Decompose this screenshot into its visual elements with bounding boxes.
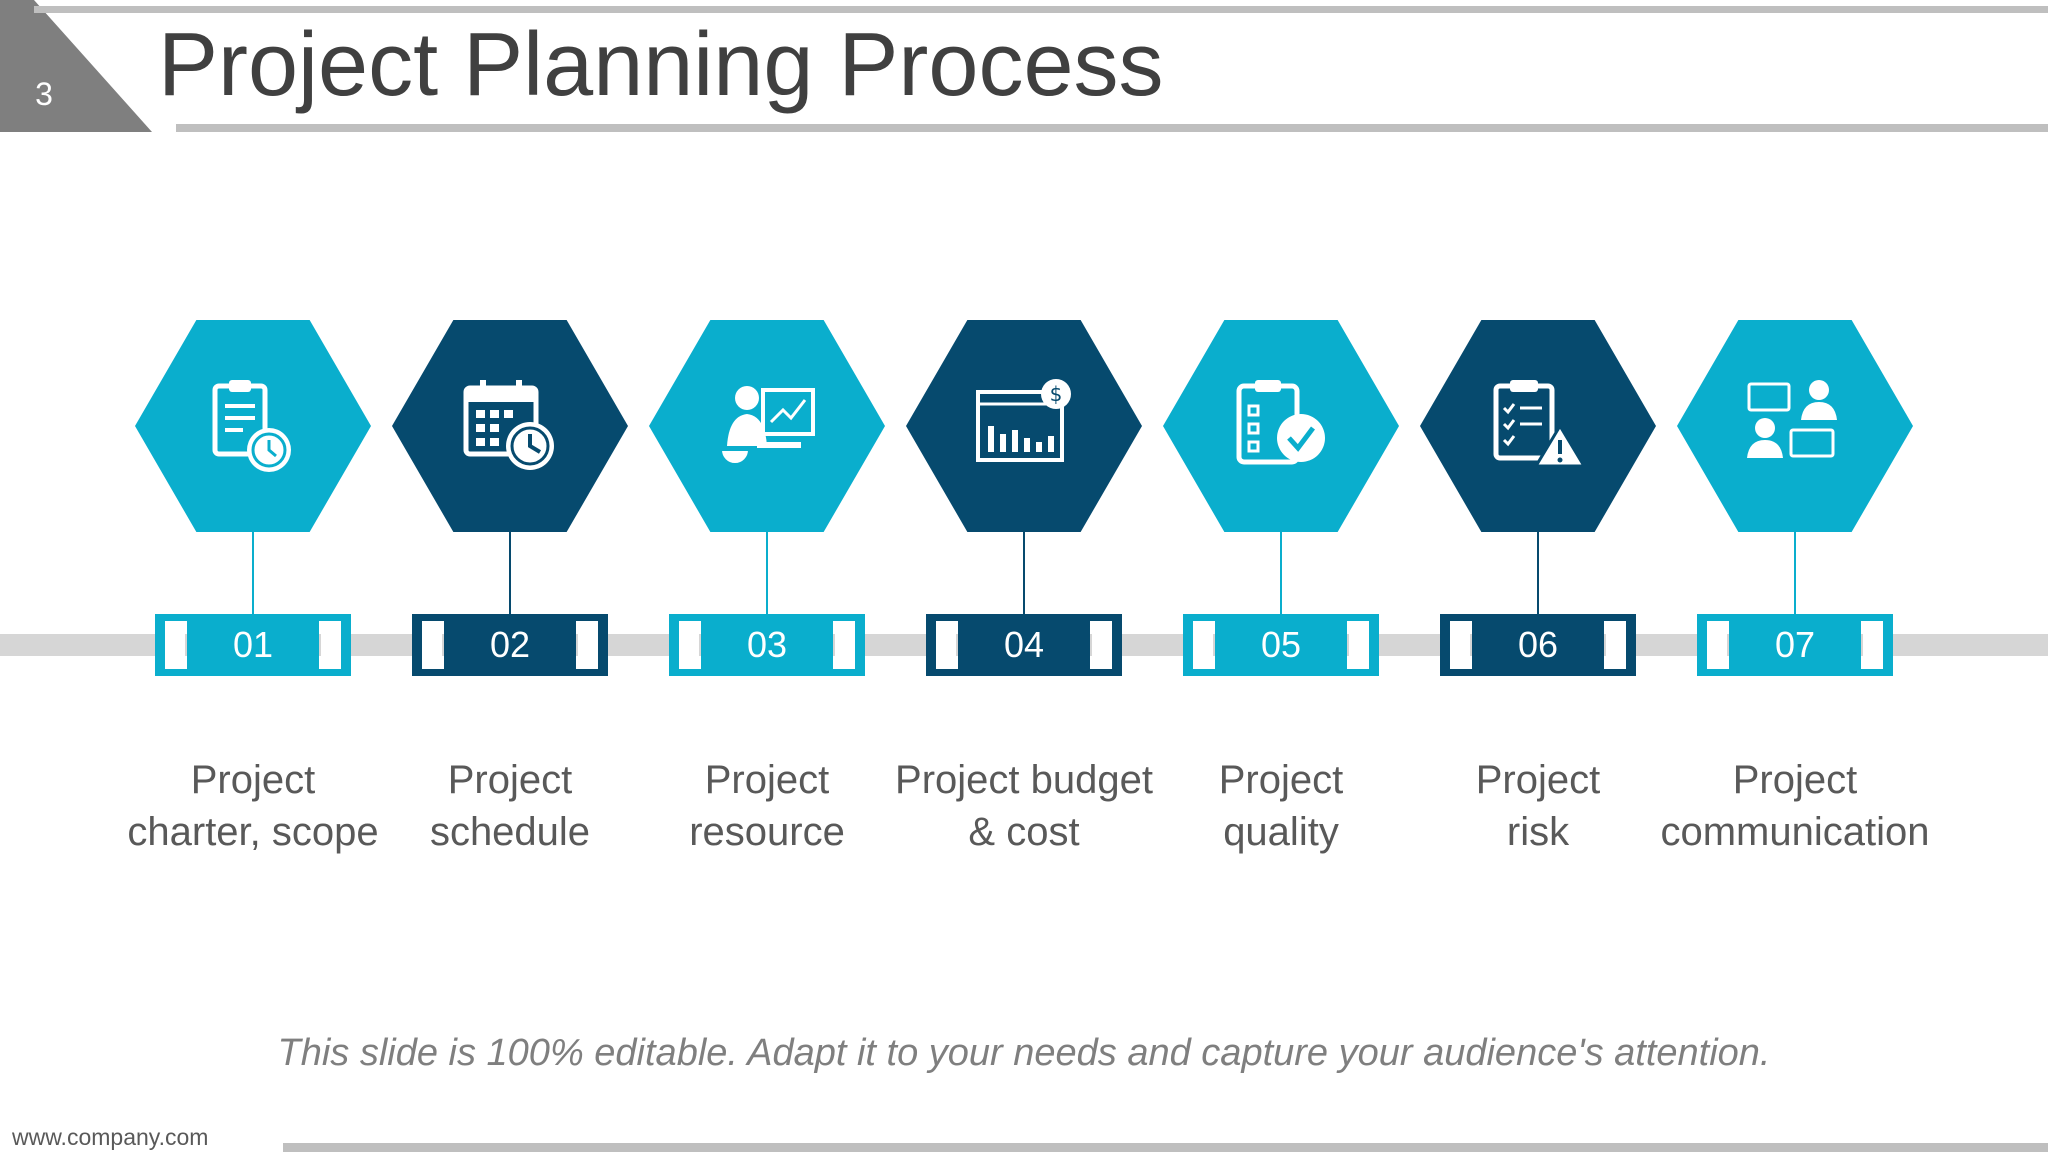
title-underline <box>176 124 2048 132</box>
presenter-chart-icon <box>719 386 815 465</box>
step-label-line2: schedule <box>429 810 591 854</box>
step-connector <box>1023 532 1025 614</box>
step-label: Project schedule <box>350 754 670 858</box>
step-connector <box>509 532 511 614</box>
editable-note: This slide is 100% editable. Adapt it to… <box>277 1032 1771 1074</box>
process-step: 05 Project quality <box>1161 320 1401 880</box>
step-number-badge: 04 <box>926 614 1122 676</box>
step-number: 06 <box>1517 624 1559 665</box>
checklist-check-icon <box>1236 380 1325 465</box>
step-label-line2: quality <box>1223 810 1339 854</box>
process-step: 07 Project communication <box>1660 320 1930 880</box>
process-step: 01 Project charter, scope <box>127 320 379 880</box>
step-number-badge: 05 <box>1183 614 1379 676</box>
step-connector <box>1794 532 1796 614</box>
step-label-line1: Project <box>1732 758 1858 802</box>
step-label-line2: charter, scope <box>127 810 379 854</box>
step-number: 03 <box>746 624 788 665</box>
step-connector <box>1537 532 1539 614</box>
step-number-badge: 03 <box>669 614 865 676</box>
step-label-line1: Project <box>704 758 830 802</box>
step-label-line1: Project <box>1218 758 1344 802</box>
step-number-badge: 02 <box>412 614 608 676</box>
step-label-line2: communication <box>1660 810 1930 854</box>
calendar-clock-icon <box>463 380 554 470</box>
checklist-warning-icon <box>1493 380 1587 468</box>
budget-chart-icon: $ <box>976 379 1071 462</box>
step-label: Project risk <box>1378 754 1698 858</box>
step-number: 04 <box>1003 624 1045 665</box>
step-label-line1: Project <box>1475 758 1601 802</box>
step-label-line1: Project budget <box>895 758 1153 802</box>
step-label-line1: Project <box>447 758 573 802</box>
step-label-line2: resource <box>689 810 845 854</box>
step-number: 01 <box>232 624 274 665</box>
step-connector <box>252 532 254 614</box>
step-number-badge: 07 <box>1697 614 1893 676</box>
step-label: Project budget & cost <box>864 754 1184 858</box>
process-step: 06 Project risk <box>1418 320 1658 880</box>
process-step: 02 Project schedule <box>390 320 630 880</box>
top-divider <box>34 6 2048 13</box>
page-number: 3 <box>35 76 53 112</box>
step-connector <box>1280 532 1282 614</box>
step-number: 07 <box>1774 624 1816 665</box>
process-step: $ 04 Project budget & cost <box>895 320 1153 880</box>
step-label: Project charter, scope <box>93 754 413 858</box>
bottom-divider <box>283 1143 2048 1152</box>
footer-url: www.company.com <box>12 1124 209 1150</box>
process-step: 03 Project resource <box>647 320 887 880</box>
step-number-badge: 06 <box>1440 614 1636 676</box>
svg-text:$: $ <box>1050 382 1063 406</box>
step-label-line1: Project <box>190 758 316 802</box>
step-number: 02 <box>489 624 531 665</box>
clipboard-clock-icon <box>212 380 291 472</box>
people-chat-icon <box>1747 380 1837 458</box>
step-label: Project communication <box>1635 754 1955 858</box>
step-connector <box>766 532 768 614</box>
step-number: 05 <box>1260 624 1302 665</box>
step-number-badge: 01 <box>155 614 351 676</box>
step-label: Project quality <box>1121 754 1441 858</box>
step-label-line2: risk <box>1506 810 1570 854</box>
step-label: Project resource <box>607 754 927 858</box>
slide-title: Project Planning Process <box>158 15 1164 115</box>
step-label-line2: & cost <box>968 810 1080 854</box>
